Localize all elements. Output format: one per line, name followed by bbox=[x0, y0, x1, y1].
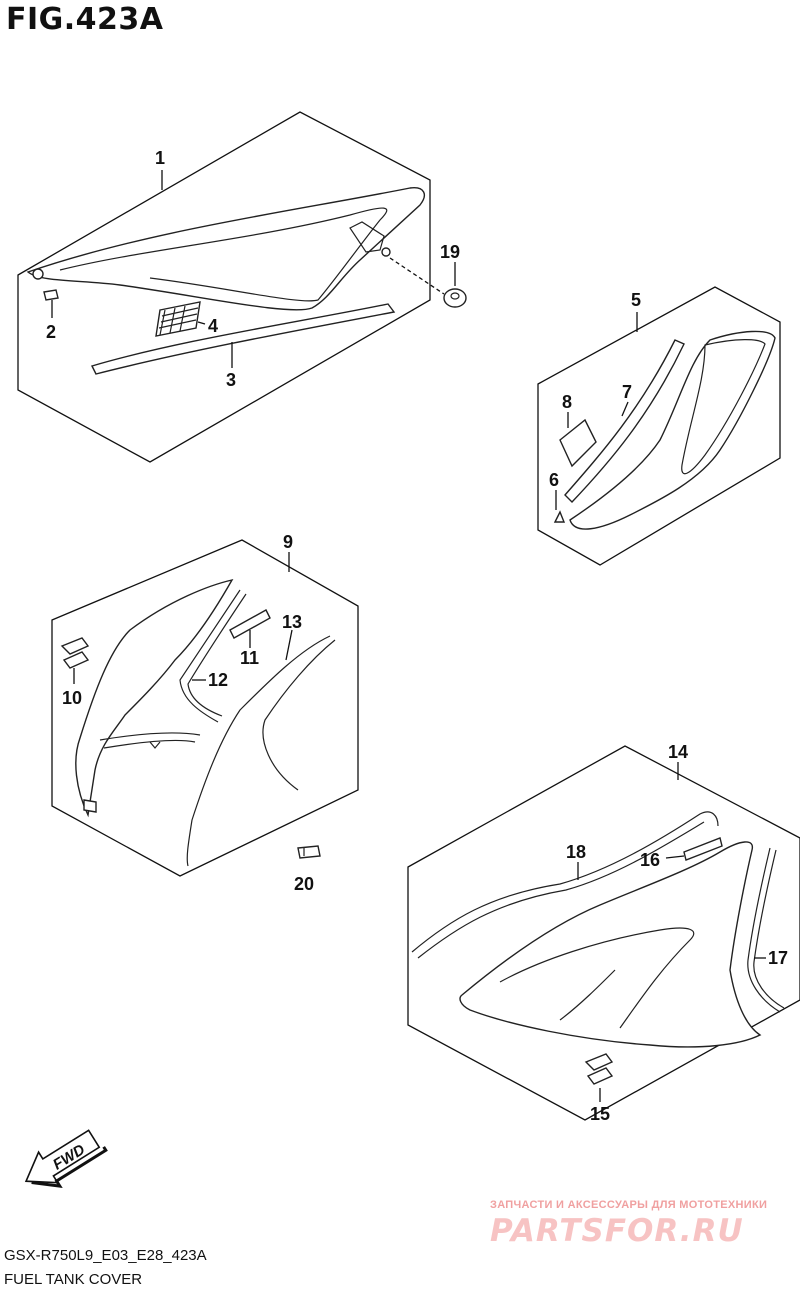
part-7-strip[interactable] bbox=[564, 339, 685, 504]
part-10-emblem[interactable] bbox=[60, 637, 90, 669]
leader-lines-group-14 bbox=[577, 762, 766, 1102]
leader-lines-group-9 bbox=[73, 552, 293, 684]
label-part-20: 20 bbox=[294, 874, 314, 894]
label-part-14: 14 bbox=[668, 742, 688, 762]
label-part-7: 7 bbox=[622, 382, 632, 402]
figure-title: FIG.423A bbox=[6, 2, 164, 37]
label-part-15: 15 bbox=[590, 1104, 610, 1124]
part-15-emblem[interactable] bbox=[584, 1053, 614, 1085]
part-11-strip[interactable] bbox=[229, 609, 271, 639]
label-part-13: 13 bbox=[282, 612, 302, 632]
label-part-9: 9 bbox=[283, 532, 293, 552]
part-14-panel[interactable] bbox=[459, 841, 762, 1048]
label-part-19: 19 bbox=[440, 242, 460, 262]
part-4-grille[interactable] bbox=[155, 301, 201, 337]
part-13-molding[interactable] bbox=[186, 635, 336, 867]
part-19-grommet[interactable] bbox=[443, 288, 467, 308]
label-part-4: 4 bbox=[208, 316, 218, 336]
diagram-name: FUEL TANK COVER bbox=[4, 1271, 143, 1288]
part-5-panel[interactable] bbox=[569, 330, 776, 530]
label-part-16: 16 bbox=[640, 850, 660, 870]
part-6-clip[interactable] bbox=[553, 510, 566, 523]
fwd-arrow: FWD bbox=[24, 1129, 108, 1188]
label-part-17: 17 bbox=[768, 948, 788, 968]
diagram-code: GSX-R750L9_E03_E28_423A bbox=[4, 1247, 207, 1264]
leader-lines-group-5 bbox=[555, 312, 638, 510]
watermark-logo: PARTSFOR.RU bbox=[490, 1213, 744, 1249]
part-12-molding[interactable] bbox=[179, 589, 247, 723]
label-part-5: 5 bbox=[631, 290, 641, 310]
part-8-pad[interactable] bbox=[559, 418, 597, 468]
part-16-strip[interactable] bbox=[683, 837, 723, 861]
part-9-panel[interactable] bbox=[75, 578, 234, 818]
part-18-molding[interactable] bbox=[411, 811, 719, 959]
group-box-5 bbox=[537, 286, 781, 566]
label-part-8: 8 bbox=[562, 392, 572, 412]
group-box-14 bbox=[407, 745, 800, 1121]
label-part-12: 12 bbox=[208, 670, 228, 690]
group-box-9 bbox=[51, 539, 359, 877]
label-part-11: 11 bbox=[240, 648, 259, 668]
label-part-1: 1 bbox=[155, 148, 165, 168]
part-20-clip[interactable] bbox=[297, 845, 321, 859]
part-1-panel[interactable] bbox=[26, 187, 426, 311]
label-part-6: 6 bbox=[549, 470, 559, 490]
label-part-18: 18 bbox=[566, 842, 586, 862]
part-2-clip[interactable] bbox=[43, 289, 59, 301]
part-17-molding[interactable] bbox=[747, 847, 785, 1013]
label-part-10: 10 bbox=[62, 688, 82, 708]
watermark-caption: ЗАПЧАСТИ И АКСЕССУАРЫ ДЛЯ МОТОТЕХНИКИ bbox=[490, 1199, 768, 1211]
leader-lines-group-1 bbox=[51, 170, 456, 368]
label-part-3: 3 bbox=[226, 370, 236, 390]
part-3-strip[interactable] bbox=[91, 303, 396, 375]
group-box-1 bbox=[17, 111, 431, 463]
label-part-2: 2 bbox=[46, 322, 56, 342]
